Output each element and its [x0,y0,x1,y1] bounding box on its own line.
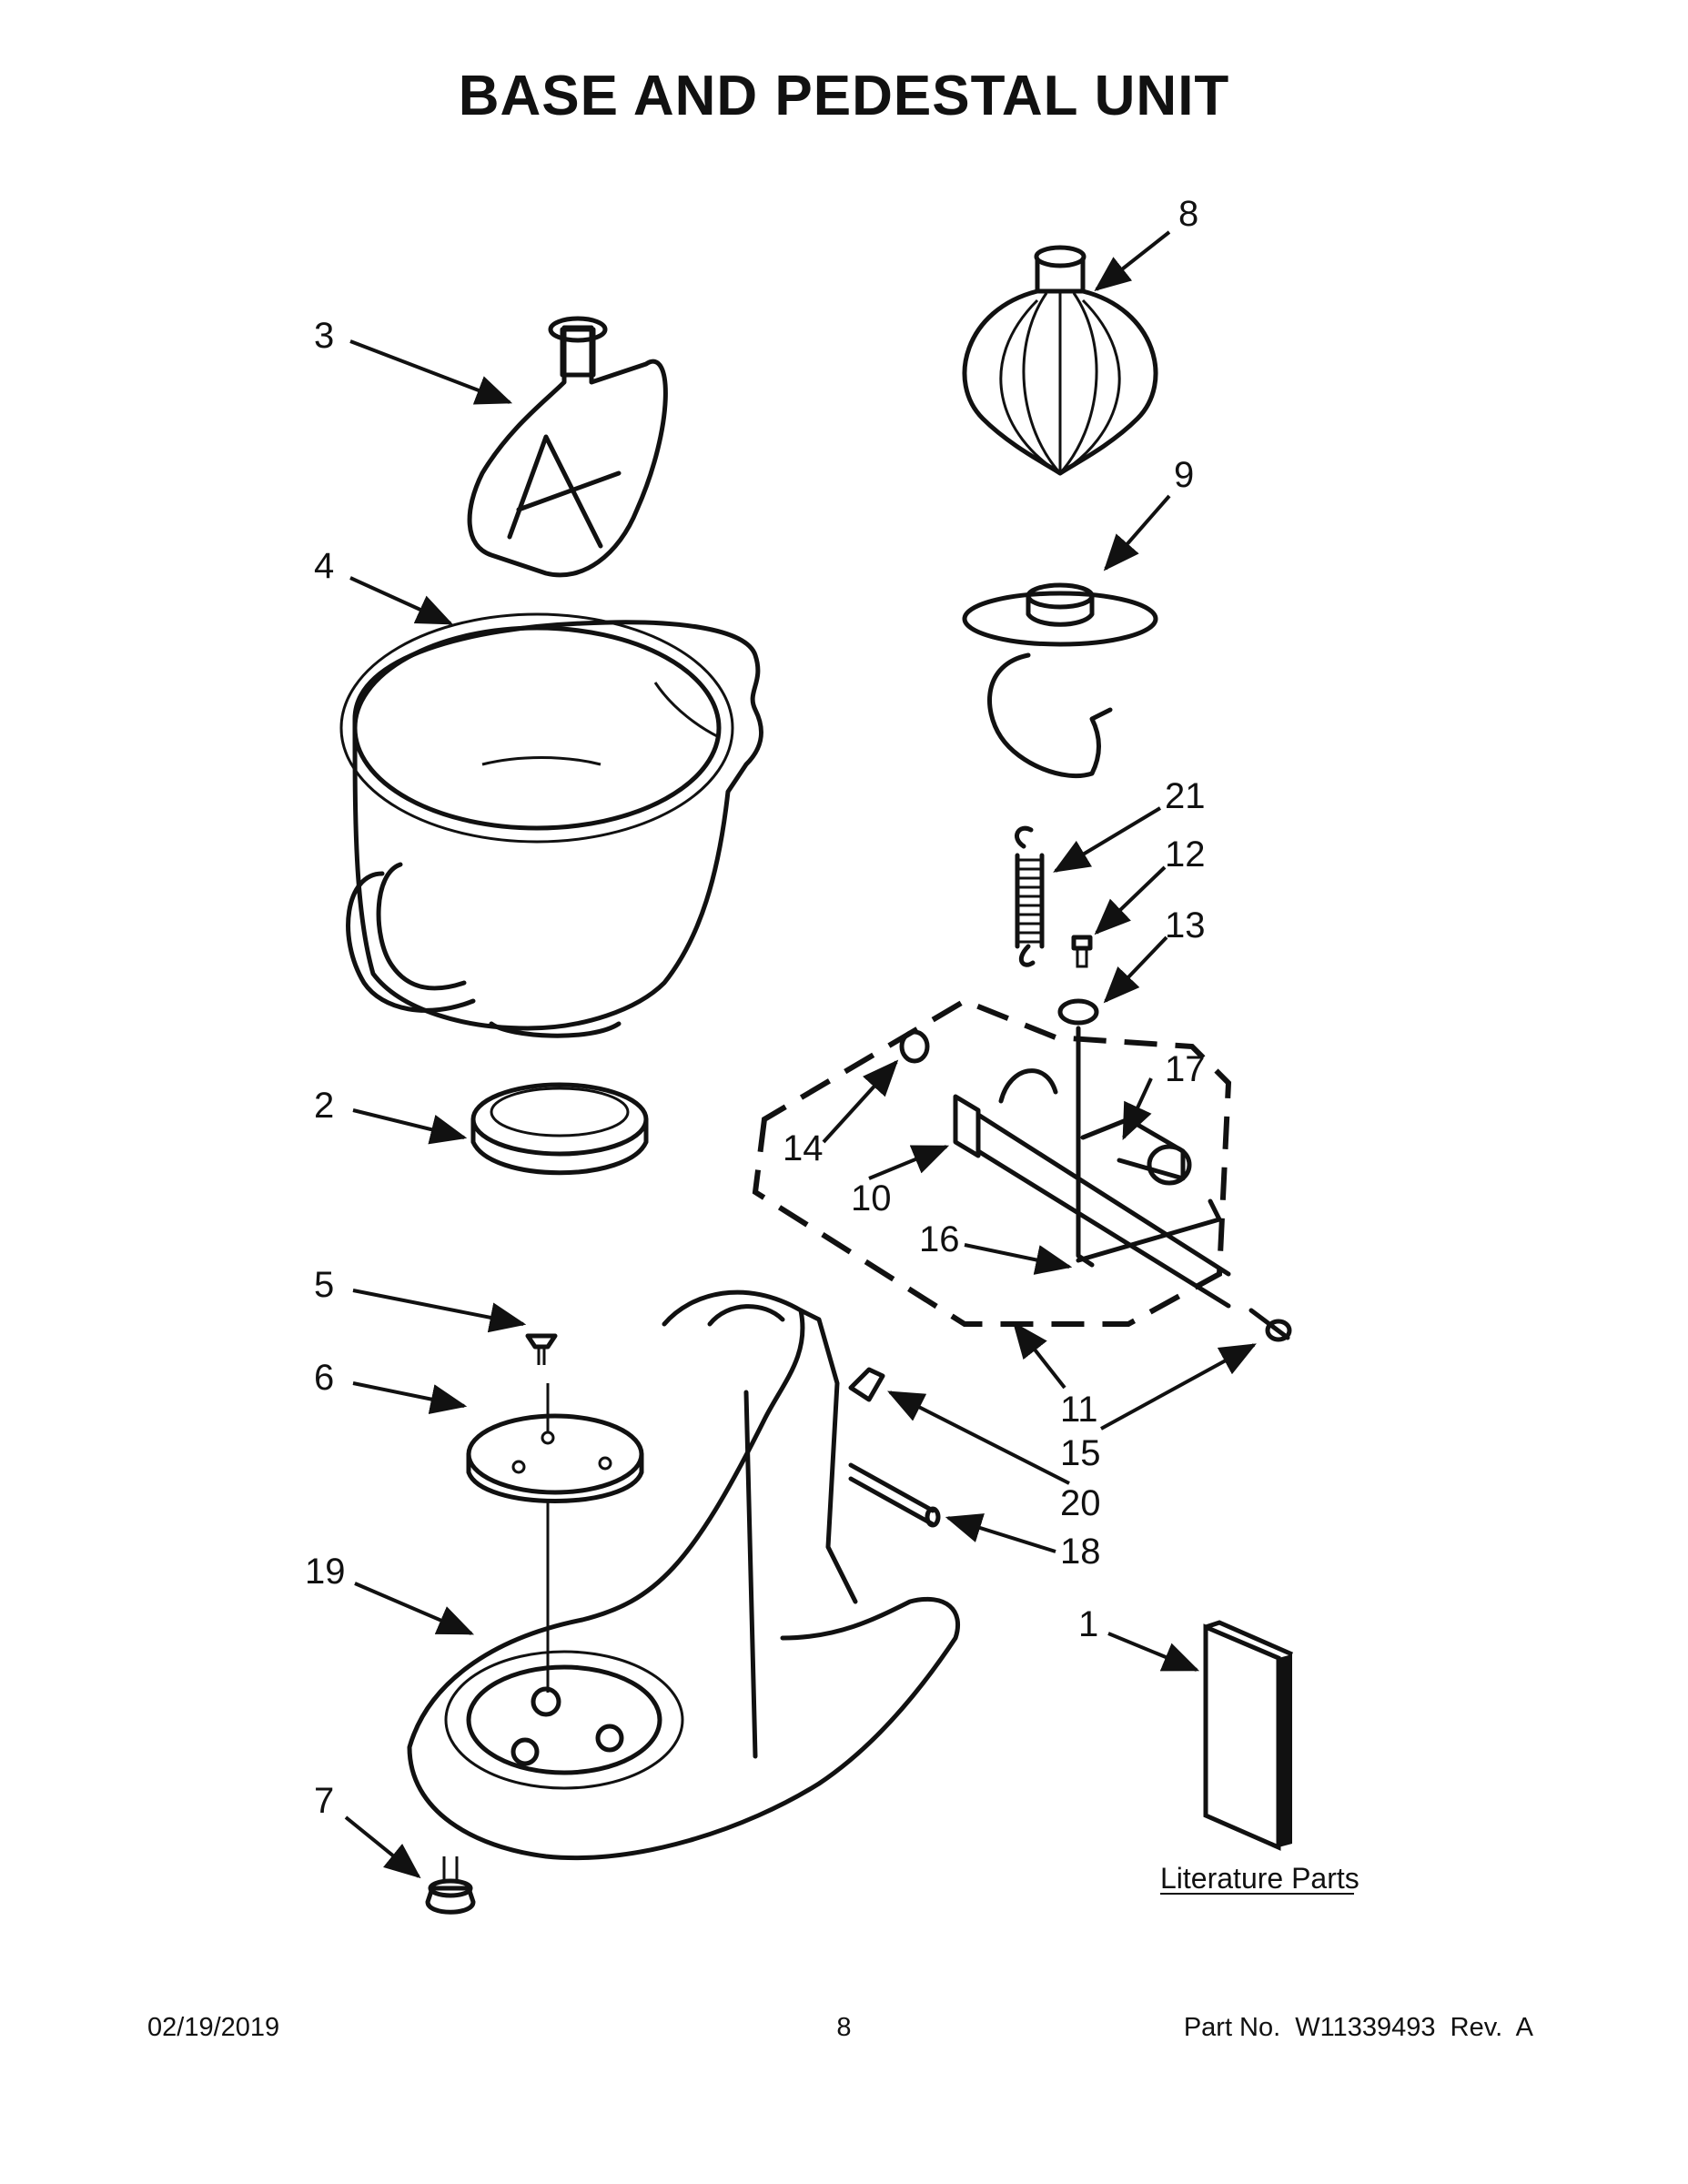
bowl-clamp-ring-part [470,1082,649,1176]
callout-13: 13 [1165,905,1206,945]
callout-15: 15 [1060,1433,1101,1473]
callout-14: 14 [783,1128,824,1168]
hinge-pin-part [848,1462,941,1528]
pin-part [1248,1308,1292,1342]
screw-part [1071,935,1093,968]
lever-assembly-parts [899,1026,1231,1309]
callout-5: 5 [314,1265,334,1305]
spring-part [1015,825,1045,967]
footer-date: 02/19/2019 [147,2013,280,2042]
callout-3: 3 [314,316,334,356]
callout-18: 18 [1060,1532,1101,1572]
callout-numbers: 3 4 2 5 6 19 7 8 9 21 12 13 17 14 10 16 … [305,194,1206,1821]
hinge-clip-part [848,1367,885,1402]
base-plate-part [466,1383,644,1693]
page-title: BASE AND PEDESTAL UNIT [458,65,1230,127]
pedestal-base-part [407,1289,961,1861]
literature-parts-label: Literature Parts [1160,1862,1359,1895]
rubber-foot-part [425,1856,476,1915]
dough-hook-part [962,582,1158,779]
wire-whip-part [962,245,1158,476]
washer-part [1057,998,1099,1026]
callout-21: 21 [1165,776,1206,816]
callout-1: 1 [1078,1604,1098,1644]
callout-17: 17 [1165,1049,1206,1089]
callout-8: 8 [1178,194,1198,234]
callout-20: 20 [1060,1483,1101,1523]
footer-part-number: Part No. W11339493 Rev. A [1183,2013,1533,2042]
callout-9: 9 [1174,455,1194,495]
base-screw-part [525,1333,558,1365]
callout-10: 10 [851,1178,892,1218]
callout-6: 6 [314,1358,334,1398]
callout-12: 12 [1165,834,1206,875]
lever-assembly-outline [752,997,1232,1327]
callout-19: 19 [305,1552,346,1592]
callout-16: 16 [919,1219,960,1259]
footer-page-number: 8 [836,2013,852,2042]
leader-lines [344,230,1257,1879]
callout-7: 7 [314,1781,334,1821]
literature-booklet-part [1203,1620,1294,1851]
callout-11: 11 [1060,1390,1098,1430]
mixing-bowl-part [339,612,764,1038]
callout-2: 2 [314,1086,334,1126]
callout-4: 4 [314,546,334,586]
flat-beater-part [467,316,668,578]
